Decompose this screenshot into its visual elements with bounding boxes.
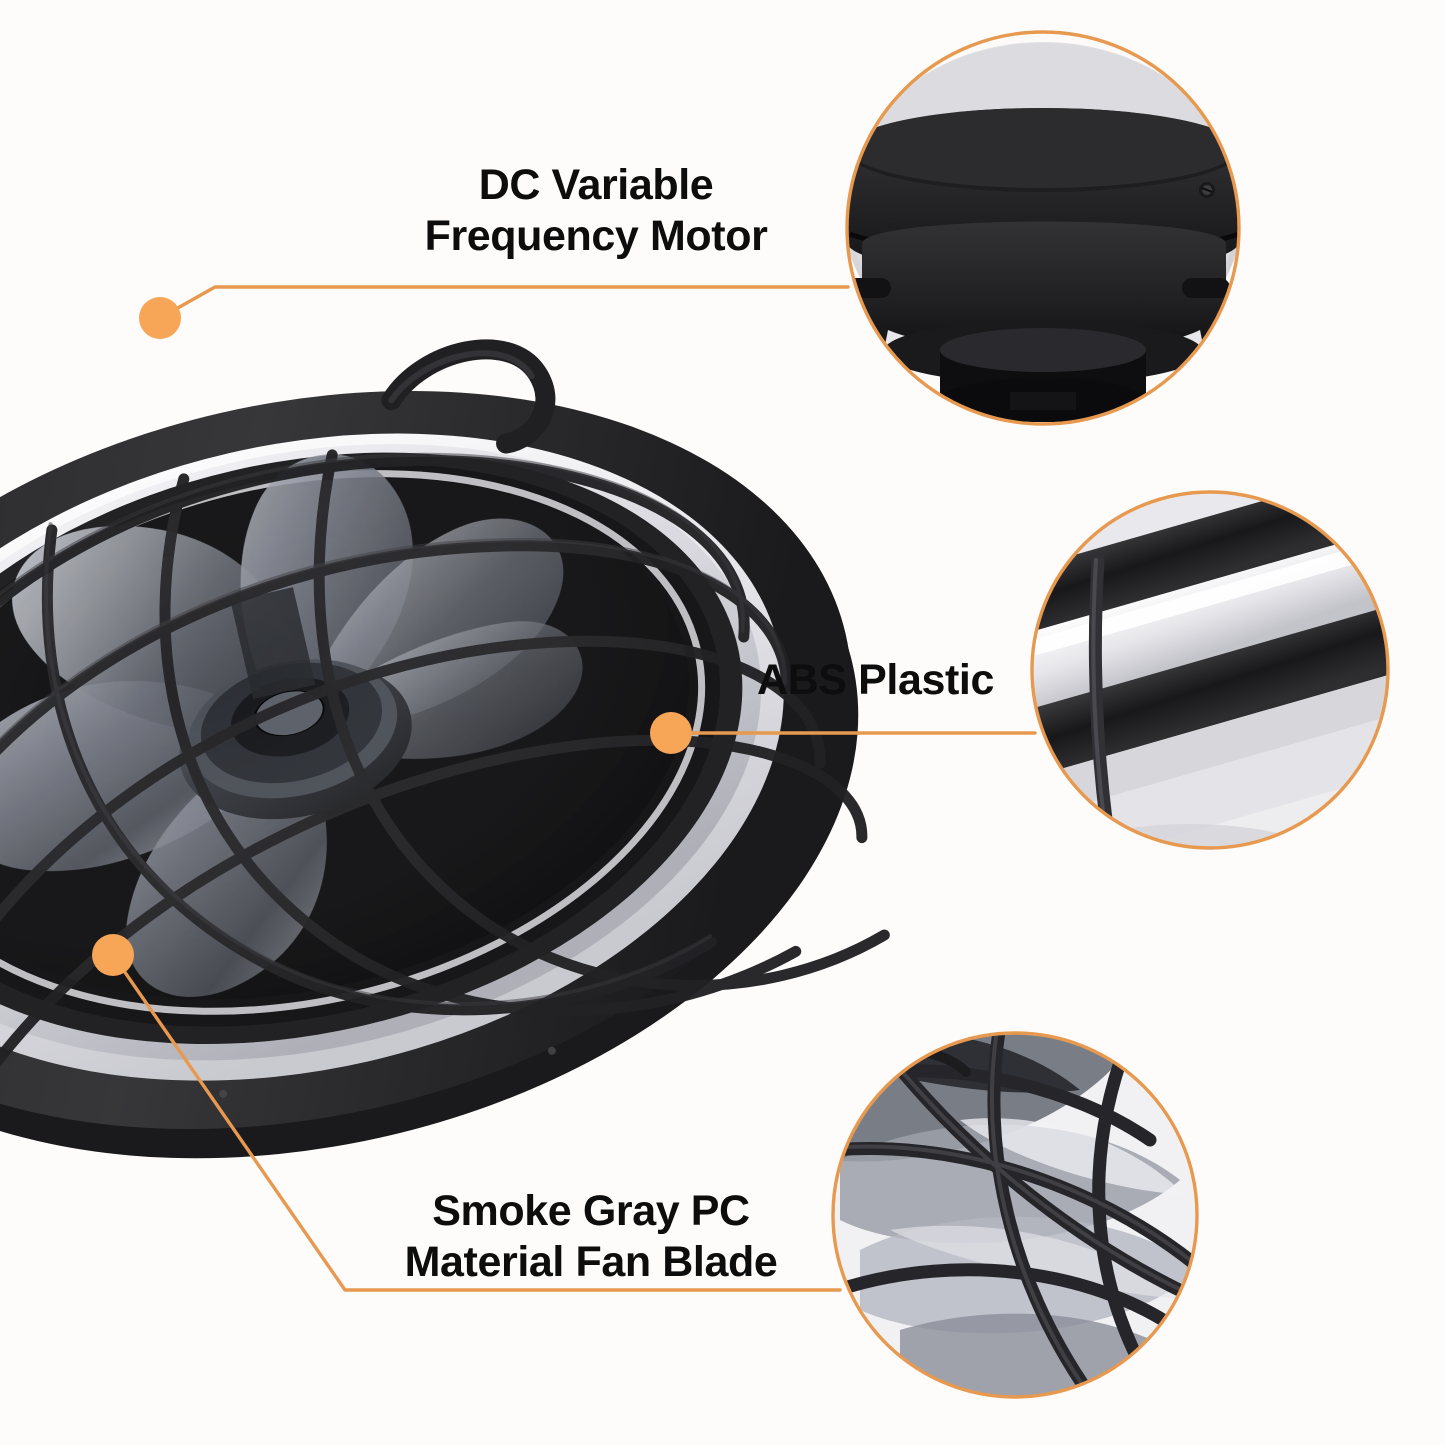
callout-dot-motor[interactable] [139,297,181,339]
callout-leader-lines [111,285,1037,1292]
leader-line-motor [158,285,850,320]
product-photo-ceiling-fan [0,339,890,1159]
inset-motor-border [845,30,1241,426]
inset-abs-plastic [1030,490,1390,850]
leader-line-blade [111,953,842,1292]
inset-blade-border [831,1031,1199,1399]
callout-label-motor: DC Variable Frequency Motor [424,161,768,260]
callout-label-abs: ABS Plastic [757,656,994,704]
inset-fan-blade [831,1031,1199,1399]
callout-label-blade: Smoke Gray PC Material Fan Blade [404,1187,778,1286]
inset-motor-housing [845,30,1241,426]
callout-dot-abs[interactable] [650,712,692,754]
callout-dots [92,297,692,976]
callout-dot-blade[interactable] [92,934,134,976]
inset-abs-border [1030,490,1390,850]
